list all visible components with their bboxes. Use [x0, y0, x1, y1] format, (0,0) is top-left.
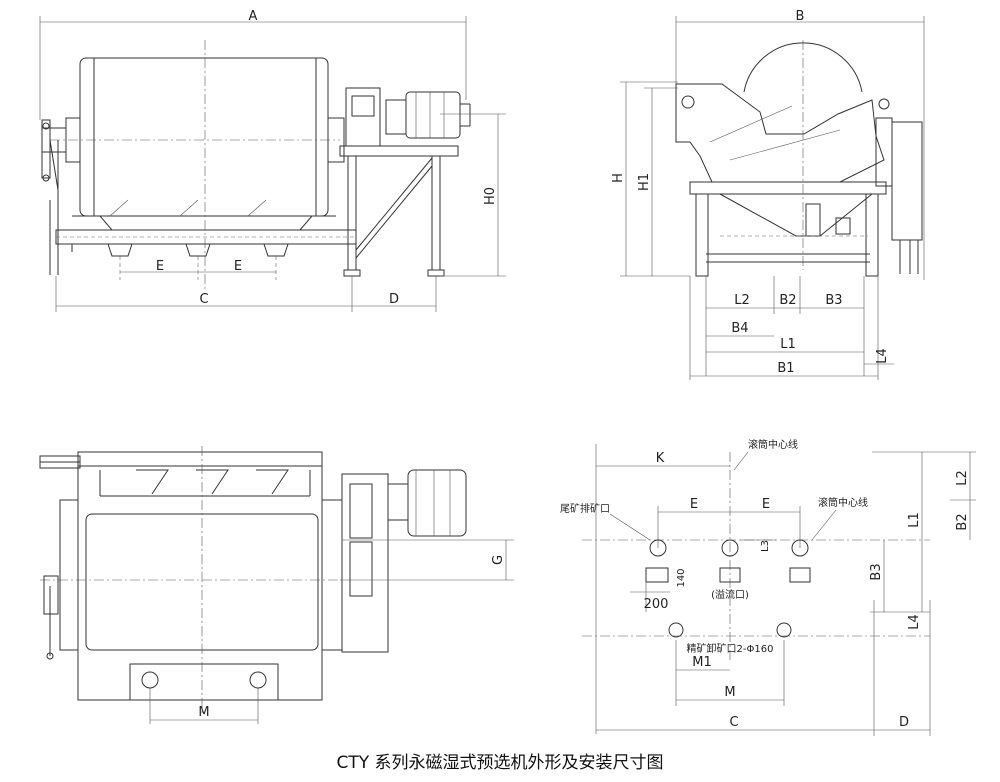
dim-200: 200	[644, 597, 669, 612]
dim-B2-side: B2	[779, 293, 796, 308]
dim-M-fp: M	[724, 685, 735, 700]
dim-C-fp: C	[729, 715, 738, 730]
front-view: A	[39, 9, 506, 312]
label-drum-center-2: 滚筒中心线	[818, 496, 868, 509]
dim-D-fp: D	[899, 715, 909, 730]
dim-L1-fp: L1	[907, 512, 922, 528]
dim-H0: H0	[483, 187, 498, 205]
dim-M1: M1	[692, 655, 712, 670]
drawing-caption: CTY 系列永磁湿式预选机外形及安装尺寸图	[336, 753, 664, 773]
foundation-plan: K 滚筒中心线 E E 尾矿排矿口 滚筒中心线 L3 (溢流口) 140 200…	[560, 438, 976, 736]
dim-L4-fp: L4	[907, 614, 922, 630]
dim-C: C	[199, 292, 208, 307]
label-overflow: (溢流口)	[711, 588, 749, 601]
dim-A: A	[249, 9, 258, 24]
dim-L1-side: L1	[780, 337, 796, 352]
dim-B1-side: B1	[777, 361, 794, 376]
dim-L2-side: L2	[734, 293, 750, 308]
dim-K: K	[656, 451, 665, 466]
dim-L3: L3	[760, 540, 771, 552]
side-view: B H H1	[611, 9, 925, 380]
dim-E-fp-2: E	[762, 497, 770, 512]
dim-G: G	[491, 555, 506, 565]
label-drum-center-1: 滚筒中心线	[748, 438, 798, 451]
dim-E-1: E	[156, 259, 164, 274]
dim-B3-fp: B3	[869, 563, 884, 580]
dim-E-2: E	[234, 259, 242, 274]
dim-B2-fp: B2	[955, 513, 970, 530]
top-view: G M	[39, 446, 514, 724]
dim-M-top: M	[198, 705, 209, 720]
dim-140: 140	[676, 568, 687, 587]
dim-E-fp-1: E	[690, 497, 698, 512]
dim-B4-side: B4	[731, 321, 748, 336]
dim-B: B	[796, 9, 805, 24]
dim-H: H	[611, 173, 626, 183]
dim-D: D	[389, 292, 399, 307]
dim-L4-side: L4	[875, 348, 890, 364]
label-conc-outlet: 精矿卸矿口2-Φ160	[687, 642, 774, 655]
dim-H1: H1	[637, 173, 652, 191]
label-tail-outlet: 尾矿排矿口	[560, 502, 610, 515]
dim-B3-side: B3	[825, 293, 842, 308]
dim-L2-fp: L2	[955, 470, 970, 486]
